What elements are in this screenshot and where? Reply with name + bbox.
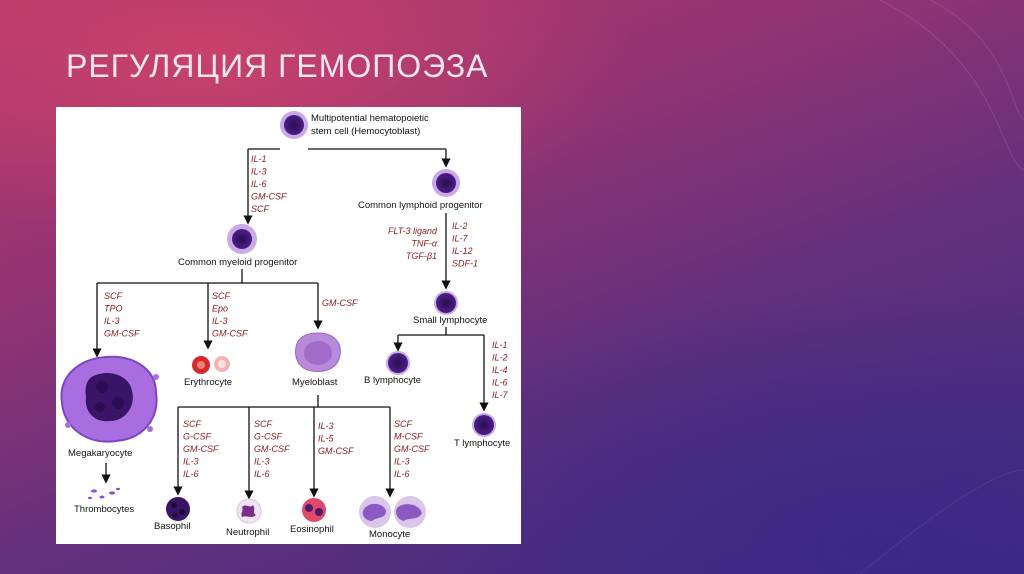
factor: IL-3 bbox=[251, 167, 267, 177]
thrombocytes-label: Thrombocytes bbox=[74, 504, 134, 515]
hematopoiesis-diagram: Multipotential hematopoietic stem cell (… bbox=[56, 107, 521, 544]
factor: SCF bbox=[104, 291, 123, 301]
lymphoid-progenitor-label: Common lymphoid progenitor bbox=[358, 200, 483, 211]
factor: TGF-β1 bbox=[406, 251, 437, 261]
factor: IL-6 bbox=[492, 378, 508, 388]
monocyte-label: Monocyte bbox=[369, 529, 410, 540]
factor: IL-1 bbox=[492, 340, 508, 350]
myeloid-progenitor-cell bbox=[227, 224, 257, 254]
svg-text:IL-1IL-2IL-4IL-6IL-7: IL-1IL-2IL-4IL-6IL-7 bbox=[492, 340, 509, 400]
factor: GM-CSF bbox=[394, 444, 430, 454]
factor: TNF-α bbox=[411, 239, 437, 249]
stem-cell-label-1: Multipotential hematopoietic bbox=[311, 113, 429, 124]
b-lymphocyte-label: B lymphocyte bbox=[364, 375, 421, 386]
myeloblast-cell bbox=[295, 332, 341, 372]
factor: IL-3 bbox=[394, 457, 410, 467]
factor: FLT-3 ligand bbox=[388, 226, 438, 236]
factor: IL-2 bbox=[452, 221, 468, 231]
erythrocyte-cells bbox=[192, 356, 230, 374]
diagram-svg: Multipotential hematopoietic stem cell (… bbox=[60, 111, 510, 540]
factor: IL-3 bbox=[254, 457, 270, 467]
myeloblast-label: Myeloblast bbox=[292, 377, 338, 388]
factor: SCF bbox=[212, 291, 231, 301]
erythrocyte-label: Erythrocyte bbox=[184, 377, 232, 388]
basophil-cell bbox=[166, 497, 190, 521]
factor: IL-3 bbox=[318, 421, 334, 431]
stem-cell-label-2: stem cell (Hemocytoblast) bbox=[311, 126, 420, 137]
t-lymphocyte-label: T lymphocyte bbox=[454, 438, 510, 449]
factor: GM-CSF bbox=[183, 444, 219, 454]
factor: SCF bbox=[251, 204, 270, 214]
factor: IL-3 bbox=[104, 316, 120, 326]
small-lymphocyte-label: Small lymphocyte bbox=[413, 315, 487, 326]
myeloid-progenitor-label: Common myeloid progenitor bbox=[178, 257, 297, 268]
monocyte-cells bbox=[359, 496, 426, 528]
b-lymphocyte-cell bbox=[386, 351, 410, 375]
factor: IL-2 bbox=[492, 353, 508, 363]
factor: G-CSF bbox=[254, 432, 283, 442]
factor: GM-CSF bbox=[212, 329, 248, 339]
factor: SCF bbox=[254, 419, 273, 429]
factor: IL-3 bbox=[183, 457, 199, 467]
factor: GM-CSF bbox=[104, 329, 140, 339]
factor: IL-7 bbox=[452, 234, 469, 244]
factor: Epo bbox=[212, 304, 228, 314]
megakaryocyte-cell bbox=[60, 355, 159, 443]
lymphoid-progenitor-cell bbox=[432, 169, 460, 197]
svg-text:IL-3IL-5GM-CSF: IL-3IL-5GM-CSF bbox=[318, 421, 354, 456]
connector-lines bbox=[92, 148, 489, 500]
factor: IL-7 bbox=[492, 390, 509, 400]
factor: GM-CSF bbox=[318, 446, 354, 456]
factor: GM-CSF bbox=[251, 192, 287, 202]
factor: SCF bbox=[183, 419, 202, 429]
factor: GM-CSF bbox=[322, 298, 358, 308]
factor: IL-12 bbox=[452, 246, 473, 256]
factor: M-CSF bbox=[394, 432, 423, 442]
factor: IL-6 bbox=[251, 179, 267, 189]
eosinophil-label: Eosinophil bbox=[290, 524, 334, 535]
megakaryocyte-label: Megakaryocyte bbox=[68, 448, 132, 459]
factor: G-CSF bbox=[183, 432, 212, 442]
eosinophil-cell bbox=[302, 498, 326, 522]
factor: SDF-1 bbox=[452, 259, 478, 269]
basophil-label: Basophil bbox=[154, 521, 190, 532]
factor: IL-6 bbox=[254, 469, 270, 479]
factor: SCF bbox=[394, 419, 413, 429]
factor: IL-1 bbox=[251, 154, 267, 164]
factor: IL-6 bbox=[183, 469, 199, 479]
slide-title: РЕГУЛЯЦИЯ ГЕМОПОЭЗА bbox=[66, 48, 489, 84]
factor: IL-5 bbox=[318, 434, 335, 444]
factor: IL-3 bbox=[212, 316, 228, 326]
factor: IL-6 bbox=[394, 469, 410, 479]
stem-cell bbox=[280, 111, 308, 139]
thrombocytes-cells bbox=[88, 487, 120, 500]
neutrophil-cell bbox=[236, 498, 262, 524]
factor: IL-4 bbox=[492, 365, 508, 375]
neutrophil-label: Neutrophil bbox=[226, 527, 269, 538]
small-lymphocyte-cell bbox=[434, 291, 458, 315]
factor: GM-CSF bbox=[254, 444, 290, 454]
factor: TPO bbox=[104, 304, 123, 314]
t-lymphocyte-cell bbox=[472, 413, 496, 437]
